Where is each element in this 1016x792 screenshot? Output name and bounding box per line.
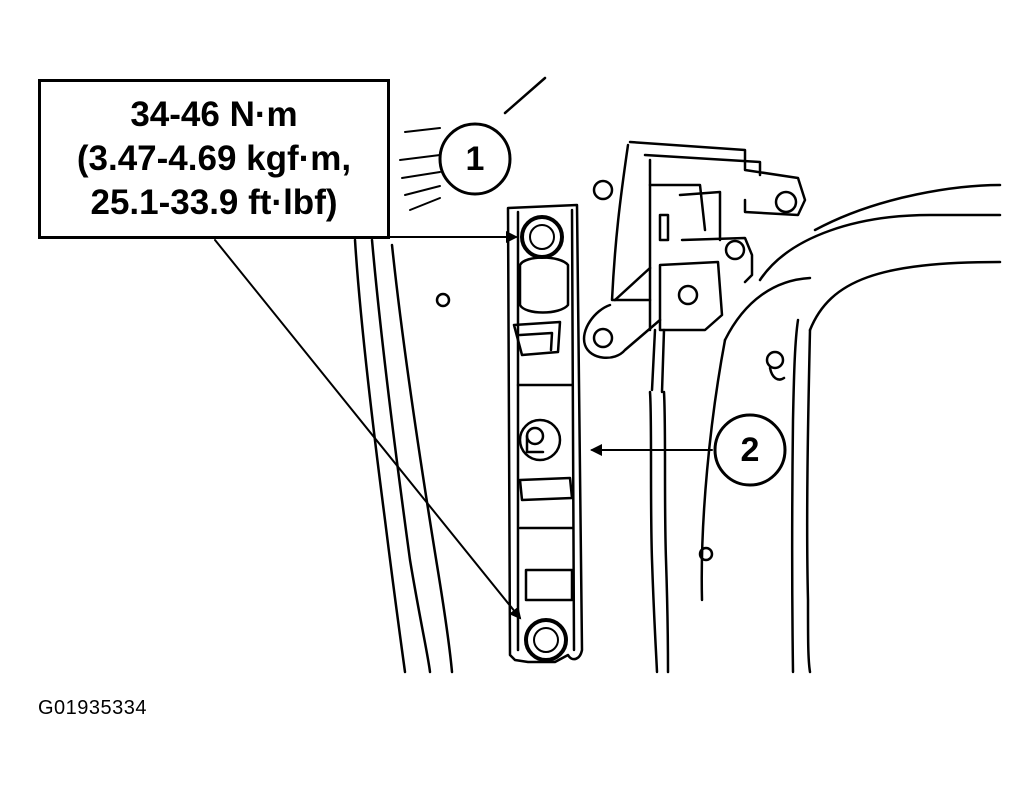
hinge-bracket xyxy=(506,203,584,664)
torque-spec-ftlbf: 25.1-33.9 ft·lbf) xyxy=(90,183,338,222)
callout-2-label: 2 xyxy=(740,430,760,469)
torque-spec-kgfm: (3.47-4.69 kgf·m, xyxy=(76,139,352,178)
panel-holes xyxy=(435,292,786,562)
torque-spec-nm: 34-46 N·m xyxy=(130,95,298,134)
motion-lines xyxy=(399,127,441,211)
door-check-mechanism xyxy=(582,140,807,674)
torque-spec-box: 34-46 N·m (3.47-4.69 kgf·m, 25.1-33.9 ft… xyxy=(38,79,390,239)
lower-bolt xyxy=(524,618,568,662)
upper-bolt xyxy=(520,215,564,259)
callout-2-circle xyxy=(713,413,787,487)
callout-1-circle xyxy=(438,122,512,196)
callout-1-label: 1 xyxy=(465,139,485,178)
door-opening-frame xyxy=(700,183,1002,674)
figure-id: G01935334 xyxy=(38,697,148,719)
leader-arrows xyxy=(214,231,713,620)
door-pillar-lines xyxy=(353,76,547,674)
torx-bolts xyxy=(592,179,798,349)
